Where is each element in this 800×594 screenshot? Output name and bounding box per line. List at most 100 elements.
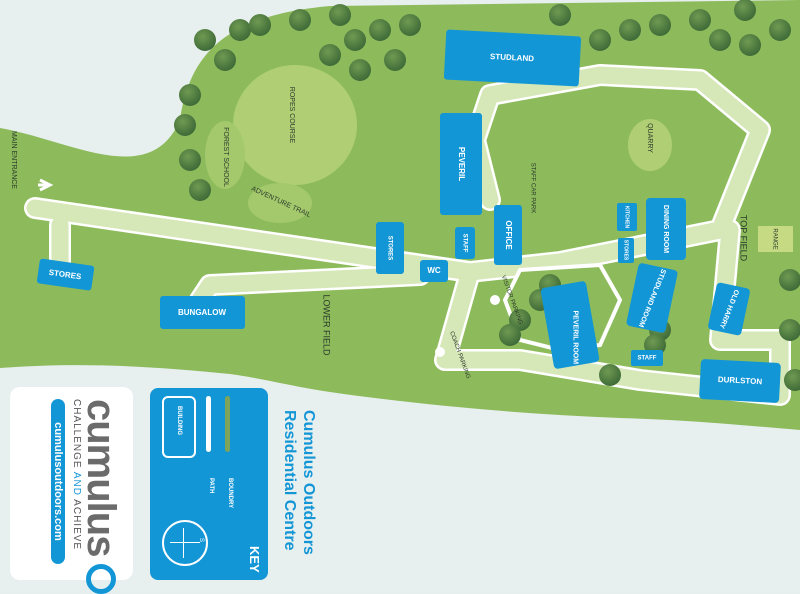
- quarry-area: [628, 119, 672, 171]
- tree-icon: [779, 319, 800, 341]
- svg-text:STAFF: STAFF: [638, 356, 657, 362]
- tree-icon: [329, 4, 351, 26]
- tree-icon: [399, 14, 421, 36]
- building-wc[interactable]: WC: [420, 260, 448, 282]
- title-line-1: Cumulus Outdoors: [300, 410, 317, 555]
- tree-icon: [349, 59, 371, 81]
- trees: [174, 0, 800, 391]
- key-building-swatch: [162, 396, 196, 458]
- logo-card: cumulus CHALLENGE AND ACHIEVE cumulusout…: [10, 387, 133, 594]
- label-forest-school: FOREST SCHOOL: [222, 127, 229, 187]
- svg-text:BUNGALOW: BUNGALOW: [178, 308, 226, 317]
- tagline-achieve: ACHIEVE: [71, 499, 82, 551]
- car-icon: [490, 295, 500, 305]
- tree-icon: [589, 29, 611, 51]
- tree-icon: [289, 9, 311, 31]
- tree-icon: [779, 269, 800, 291]
- ropes-course-area: [233, 65, 357, 185]
- tree-icon: [784, 369, 800, 391]
- building-staff-south[interactable]: STAFF: [631, 350, 663, 366]
- title-line-2: Residential Centre: [281, 410, 298, 551]
- building-staff-mid[interactable]: STAFF: [455, 227, 475, 259]
- entrance-arrow-icon: [38, 178, 54, 192]
- key-path-label: PATH: [208, 478, 214, 494]
- map-title: Cumulus Outdoors Residential Centre: [280, 410, 318, 555]
- building-studland-room[interactable]: STUDLAND ROOM: [626, 263, 678, 334]
- tree-icon: [384, 49, 406, 71]
- building-peveril-room[interactable]: PEVERIL ROOM: [540, 281, 600, 370]
- key-building-label: BUILDING: [176, 406, 182, 435]
- tree-icon: [649, 14, 671, 36]
- map-key: BUILDING PATH BOUNDRY S KEY: [150, 388, 268, 580]
- compass-letter: S: [198, 538, 204, 543]
- svg-text:STORES: STORES: [386, 236, 392, 261]
- building-old-harry[interactable]: OLD HARRY: [707, 282, 750, 336]
- svg-text:STAFF: STAFF: [461, 234, 467, 253]
- building-stores-mid[interactable]: STORES: [376, 222, 404, 274]
- range-area: [758, 226, 793, 252]
- key-boundary-swatch: [225, 396, 230, 452]
- building-bungalow[interactable]: BUNGALOW: [160, 296, 245, 329]
- building-stores-small[interactable]: STORES: [618, 238, 634, 263]
- label-quarry: QUARRY: [646, 123, 653, 153]
- svg-text:STUDLAND: STUDLAND: [490, 52, 535, 63]
- tagline-and: AND: [71, 471, 82, 496]
- key-boundary-label: BOUNDRY: [227, 478, 233, 509]
- tree-icon: [369, 19, 391, 41]
- tree-icon: [549, 4, 571, 26]
- tree-icon: [189, 179, 211, 201]
- key-heading: KEY: [247, 546, 262, 573]
- adventure-trail-area: [248, 183, 312, 223]
- svg-text:PEVERIL: PEVERIL: [457, 147, 466, 181]
- tree-icon: [179, 149, 201, 171]
- tree-icon: [194, 29, 216, 51]
- tree-icon: [214, 49, 236, 71]
- website-link[interactable]: cumulusoutdoors.com: [51, 399, 65, 564]
- tree-icon: [734, 0, 756, 21]
- svg-text:DINING ROOM: DINING ROOM: [662, 205, 669, 253]
- tree-icon: [619, 19, 641, 41]
- forest-school-area: [205, 121, 245, 189]
- tree-icon: [174, 114, 196, 136]
- label-main-entrance: MAIN ENTRANCE: [10, 131, 17, 189]
- cloud-logo-icon: [86, 564, 116, 594]
- label-lower-field: LOWER FIELD: [322, 294, 332, 356]
- svg-text:OFFICE: OFFICE: [504, 220, 513, 250]
- building-kitchen[interactable]: KITCHEN: [617, 203, 637, 231]
- tree-icon: [319, 44, 341, 66]
- logo-wordmark: cumulus: [79, 399, 123, 557]
- label-ropes-course: ROPES COURSE: [288, 87, 295, 144]
- building-durlston[interactable]: DURLSTON: [699, 359, 781, 403]
- tree-icon: [739, 34, 761, 56]
- tree-icon: [229, 19, 251, 41]
- tree-icon: [249, 14, 271, 36]
- building-studland[interactable]: STUDLAND: [443, 29, 582, 87]
- tagline-challenge: CHALLENGE: [71, 399, 82, 469]
- svg-text:DURLSTON: DURLSTON: [718, 375, 763, 386]
- compass-icon: [162, 520, 208, 566]
- svg-text:WC: WC: [427, 266, 441, 275]
- tree-icon: [344, 29, 366, 51]
- tree-icon: [709, 29, 731, 51]
- label-range: RANGE: [771, 228, 777, 249]
- compass-cross: [183, 528, 184, 558]
- tree-icon: [769, 19, 791, 41]
- label-top-field: TOP FIELD: [739, 215, 749, 262]
- logo-tagline: CHALLENGE AND ACHIEVE: [71, 399, 82, 594]
- label-staff-car-park: STAFF CAR PARK: [529, 163, 535, 213]
- logo: cumulus CHALLENGE AND ACHIEVE cumulusout…: [51, 399, 123, 594]
- tree-icon: [179, 84, 201, 106]
- tree-icon: [499, 324, 521, 346]
- building-dining-room[interactable]: DINING ROOM: [646, 198, 686, 260]
- building-stores-entrance[interactable]: STORES: [36, 258, 95, 291]
- tree-icon: [689, 9, 711, 31]
- tree-icon: [599, 364, 621, 386]
- building-peveril[interactable]: PEVERIL: [440, 113, 482, 215]
- building-office[interactable]: OFFICE: [494, 205, 522, 265]
- svg-text:KITCHEN: KITCHEN: [624, 206, 630, 229]
- svg-text:STORES: STORES: [623, 240, 629, 261]
- key-path-swatch: [206, 396, 211, 452]
- compass-cross-h: [170, 542, 200, 543]
- svg-text:PEVERIL ROOM: PEVERIL ROOM: [571, 311, 578, 365]
